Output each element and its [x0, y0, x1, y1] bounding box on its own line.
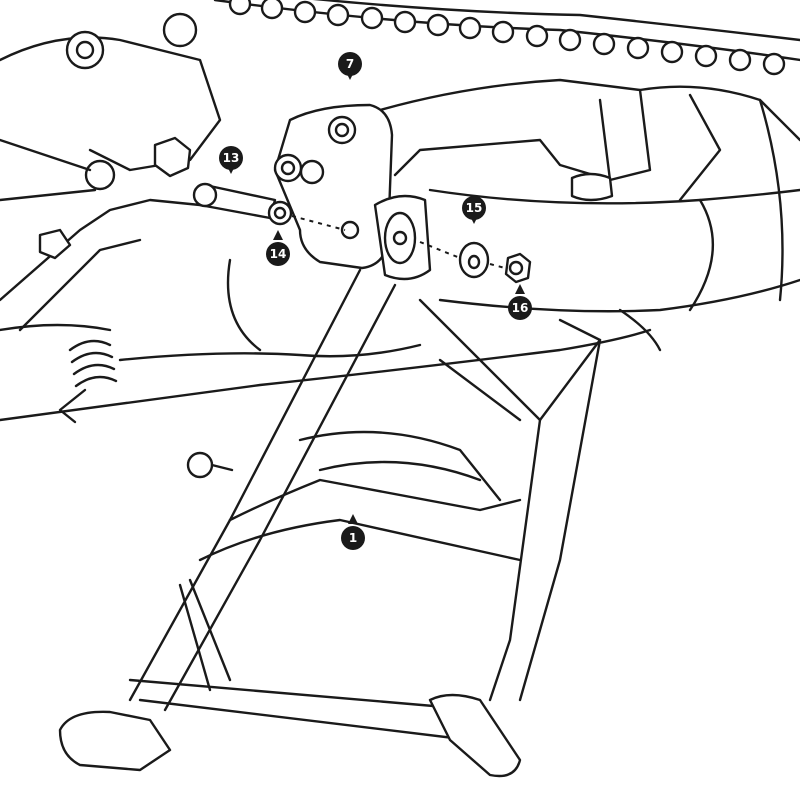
washer-and-nut-right [458, 241, 532, 284]
bolt-and-washer-left [192, 182, 346, 231]
callout-label: 15 [465, 201, 483, 215]
callout-7: 7 [338, 52, 362, 82]
callout-pin [341, 526, 365, 550]
mounting-bracket [273, 103, 394, 270]
callout-label: 13 [222, 151, 240, 165]
callout-label: 14 [269, 247, 287, 261]
callout-15: 15 [462, 196, 486, 226]
frame-swingarm [378, 78, 800, 302]
callout-label: 16 [511, 301, 529, 315]
callout-16: 16 [508, 284, 532, 320]
callout-label: 7 [345, 57, 355, 71]
center-stand [58, 268, 602, 778]
footpeg-assembly [0, 12, 222, 332]
callout-label: 1 [348, 531, 358, 545]
exhaust-pipe [428, 188, 800, 352]
callout-1: 1 [341, 514, 365, 550]
return-spring [58, 339, 118, 424]
stand-pivot [373, 194, 461, 281]
callout-13: 13 [219, 146, 243, 176]
drive-chain [213, 0, 800, 76]
callout-pin [266, 242, 290, 266]
callout-14: 14 [266, 230, 290, 266]
callout-pin [508, 296, 532, 320]
